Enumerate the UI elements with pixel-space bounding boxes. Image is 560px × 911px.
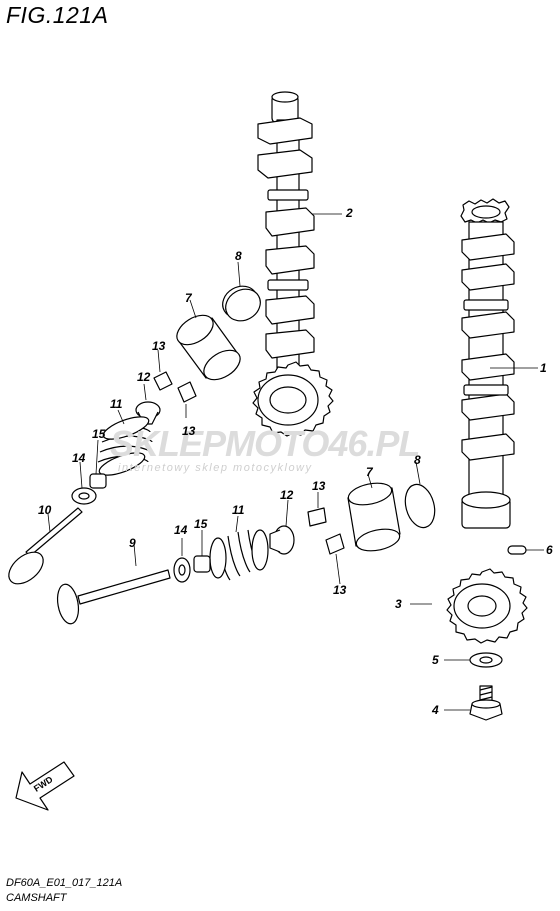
leader-lines (47, 213, 544, 711)
callout-10: 10 (38, 503, 52, 517)
cotters-13-lower (307, 507, 345, 555)
seat-14-upper (71, 487, 97, 505)
pin-6 (507, 545, 527, 555)
callout-15-upper: 15 (92, 427, 106, 441)
callout-14-upper: 14 (72, 451, 86, 465)
callout-1: 1 (540, 361, 547, 375)
washer-5 (469, 652, 503, 668)
watermark-logo: SKLEPMOTO46.PL (110, 423, 420, 464)
fwd-arrow (15, 761, 75, 811)
callout-7-lower: 7 (366, 465, 373, 479)
seal-15-upper (89, 473, 107, 489)
callout-8-upper: 8 (235, 249, 242, 263)
shim-8-lower (404, 483, 436, 529)
camshaft-right (460, 198, 515, 529)
bolt-4 (469, 685, 503, 721)
diagram-name: CAMSHAFT (6, 892, 67, 904)
diagram-code: DF60A_E01_017_121A (6, 877, 123, 889)
spring-11-lower (209, 529, 269, 581)
callout-4: 4 (432, 703, 439, 717)
valve-10 (8, 507, 83, 585)
bucket-7-upper (176, 314, 241, 381)
seal-15-lower (193, 555, 211, 573)
callout-8-lower: 8 (414, 453, 421, 467)
watermark-tagline: internetowy sklep motocyklowy (118, 462, 313, 474)
valve-9 (56, 569, 171, 625)
retainer-12-lower (269, 525, 295, 555)
sprocket-3 (446, 568, 528, 644)
callout-13-a: 13 (152, 339, 166, 353)
callout-2: 2 (346, 206, 353, 220)
cotters-13-upper (153, 371, 197, 403)
seat-14-lower (173, 557, 191, 583)
spring-11-upper (97, 416, 153, 476)
callout-11-lower: 11 (232, 503, 245, 517)
shim-8-upper (222, 285, 261, 322)
callout-12-upper: 12 (137, 370, 151, 384)
figure-title: FIG.121A (6, 2, 109, 28)
callout-13-b: 13 (182, 424, 196, 438)
callout-12-lower: 12 (280, 488, 294, 502)
bucket-7-lower (347, 482, 401, 552)
callout-5: 5 (432, 653, 439, 667)
callout-13-d: 13 (333, 583, 347, 597)
callout-9: 9 (129, 536, 136, 550)
callout-3: 3 (395, 597, 402, 611)
callout-15-lower: 15 (194, 517, 208, 531)
callout-6: 6 (546, 543, 553, 557)
callout-14-lower: 14 (174, 523, 188, 537)
callout-7-upper: 7 (185, 291, 192, 305)
callout-13-c: 13 (312, 479, 326, 493)
camshaft-left (252, 91, 334, 437)
callout-11-upper: 11 (110, 397, 123, 411)
